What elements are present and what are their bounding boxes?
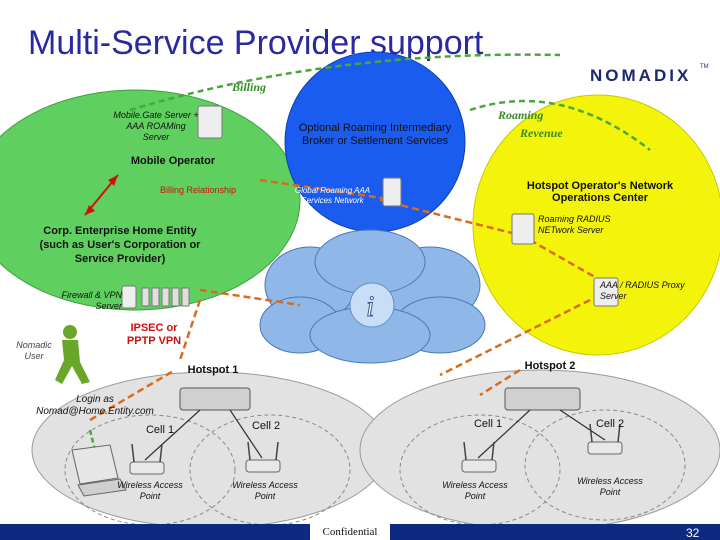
cell-2-right-label: Cell 2 — [595, 418, 625, 430]
nomadic-user-icon — [55, 325, 90, 384]
logo-trademark: TM — [700, 64, 709, 70]
wap-3-label: Wireless Access Point — [442, 480, 508, 501]
wap-4-label: Wireless Access Point — [577, 476, 643, 497]
global-roaming-server-icon — [382, 177, 402, 207]
cell-1-left-label: Cell 1 — [145, 424, 175, 436]
revenue-label: Revenue — [520, 126, 563, 140]
mobilegate-server-icon — [197, 105, 223, 139]
page-number: 32 — [686, 526, 700, 540]
corp-enterprise-label: Corp. Enterprise Home Entity (such as Us… — [39, 225, 201, 265]
firewall-vpn-label: Firewall & VPN Server — [61, 290, 122, 311]
cell-1-left-zone — [64, 414, 236, 526]
hotspot-link — [479, 368, 521, 397]
firewall-rack-icon — [141, 287, 190, 307]
mobilegate-server-label: Mobile.Gate Server + AAA ROAMing Server — [113, 110, 199, 142]
wap-1-label: Wireless Access Point — [117, 480, 183, 501]
svg-text:i: i — [366, 290, 374, 323]
laptop-icon — [71, 444, 127, 497]
mobile-operator-region — [0, 89, 301, 311]
billing-relationship-label: Billing Relationship — [159, 185, 237, 195]
nomadix-logo: NOMADIX — [590, 66, 692, 85]
internet-cloud — [259, 229, 486, 364]
cell-2-left-label: Cell 2 — [251, 420, 281, 432]
hotspot-1-label: Hotspot 1 — [187, 364, 239, 376]
hotspot-operator-label: Hotspot Operator's Network Operations Ce… — [526, 180, 674, 204]
vpn-link — [89, 368, 176, 422]
aaa-link-4 — [439, 298, 591, 377]
global-roaming-label: Global Roaming AAA Services Network — [294, 186, 371, 205]
ipsec-vpn-label: IPSEC or PPTP VPN — [126, 322, 182, 347]
aaa-link-6 — [178, 299, 202, 361]
nomadic-user-label: Nomadic User — [16, 340, 52, 361]
cell-2-right-zone — [524, 409, 686, 521]
confidential-label: Confidential — [310, 524, 390, 540]
roaming-revenue-arrow — [469, 99, 651, 151]
aaa-link-1 — [379, 198, 521, 237]
mobile-operator-label: Mobile Operator — [130, 155, 216, 167]
roaming-radius-label: Roaming RADIUS NETwork Server — [538, 214, 611, 235]
broker-label: Optional Roaming Intermediary Broker or … — [298, 122, 452, 147]
hotspot-2-gateway — [504, 387, 581, 411]
aaa-radius-proxy-label: AAA / RADIUS Proxy Server — [600, 280, 685, 301]
access-point-3 — [461, 459, 497, 473]
cell-1-right-label: Cell 1 — [473, 418, 503, 430]
billing-label: Billing — [232, 80, 267, 94]
slide-title: Multi-Service Provider support — [28, 24, 484, 62]
aaa-link-5 — [199, 288, 301, 307]
proxy-server-icon — [593, 277, 619, 307]
access-point-2 — [245, 459, 281, 473]
aaa-link-3 — [529, 238, 601, 282]
hotspot-1-gateway — [179, 387, 251, 411]
roaming-radius-server-icon — [511, 213, 535, 245]
wap-2-label: Wireless Access Point — [232, 480, 298, 501]
login-as-label: Login as Nomad@Home.Entity.com — [36, 394, 154, 417]
internet-icon — [349, 282, 395, 328]
hotspot-2-label: Hotspot 2 — [524, 360, 576, 372]
access-point-1 — [129, 461, 165, 475]
roaming-label: Roaming — [498, 108, 544, 122]
aaa-link-2 — [259, 178, 396, 202]
firewall-server-icon — [121, 285, 137, 309]
access-point-4 — [587, 441, 623, 455]
billing-arrow — [129, 53, 561, 112]
hotspot-operator-region — [472, 94, 720, 356]
